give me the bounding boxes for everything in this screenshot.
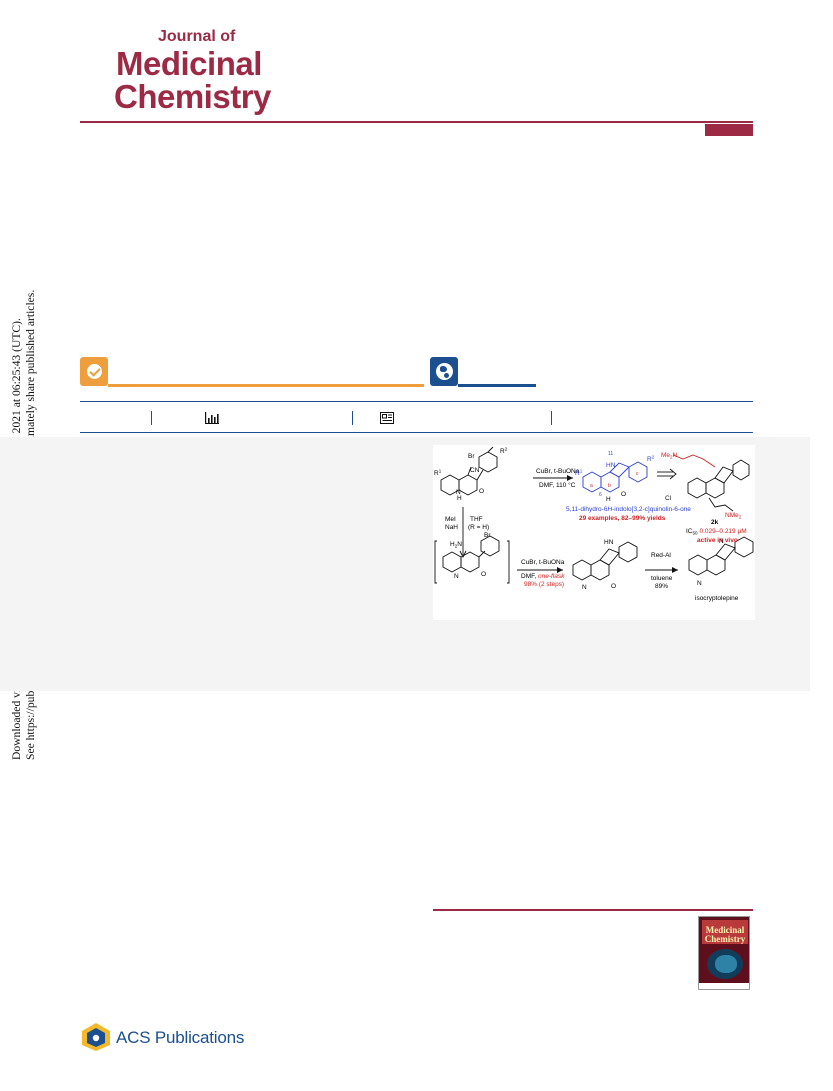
- br-label: Br: [468, 453, 475, 460]
- middle-product-hn-label: HN: [604, 539, 614, 546]
- compound-2k-label: 2k: [711, 519, 719, 526]
- step1-reagents: CuBr, t-BuONa: [536, 468, 580, 475]
- access-badge[interactable]: [80, 357, 424, 388]
- final-product-label: isocryptolepine: [695, 595, 739, 602]
- article-metrics-bar: [80, 401, 753, 433]
- ring-number-11: 11: [608, 451, 613, 457]
- nh-h-label: H: [457, 495, 462, 502]
- toc-graphic: R1 Br CN R2 N H O CuBr, t-BuONa DMF, 110…: [433, 445, 755, 620]
- journal-logo-line2: Medicinal: [116, 45, 262, 82]
- scope-label: 29 examples, 82–99% yields: [579, 515, 666, 522]
- access-badge-rule: [108, 384, 424, 387]
- metrics-divider: [151, 411, 152, 425]
- acs-hexagon-icon: [82, 1023, 110, 1051]
- step2-reagents: CuBr, t-BuONa: [521, 559, 565, 566]
- r1-label: R1: [434, 469, 442, 478]
- middle-product-n-label: N: [582, 584, 587, 591]
- cn-label: CN: [470, 467, 480, 474]
- isocryptolepine-ring-c: [715, 543, 736, 561]
- intermediate-ring-b: [460, 551, 480, 573]
- intermediate-aryl-ring: [480, 535, 500, 557]
- isocryptolepine-ring-d: [734, 536, 754, 558]
- intermediate-o-label: O: [481, 571, 486, 578]
- cover-bottom-strip: [699, 983, 749, 989]
- open-access-badge-rule: [458, 384, 536, 387]
- aryl-ring-start: [478, 451, 498, 473]
- methylation-condition: (R = H): [468, 524, 489, 531]
- reaction-scheme: R1 Br CN R2 N H O CuBr, t-BuONa DMF, 110…: [434, 447, 754, 602]
- step1-conditions: DMF, 110 °C: [539, 481, 576, 489]
- methylation-reagent-1: MeI: [445, 516, 456, 523]
- step2-conditions: DMF, one-flask: [521, 573, 565, 580]
- product-name: 5,11-dihydro-6H-indolo[3,2-c]quinolin-6-…: [566, 506, 691, 513]
- intermediate-br-label: Br: [484, 532, 491, 539]
- article-type-badge: [705, 124, 753, 136]
- arrow-head: [557, 567, 563, 573]
- intermediate-ring-a: [442, 551, 462, 573]
- methylation-reagent-2: NaH: [445, 524, 458, 531]
- step2-yield: 98% (2 steps): [524, 581, 564, 588]
- carbonyl-o-label: O: [479, 488, 484, 495]
- bar-chart-icon[interactable]: [205, 412, 219, 424]
- ring-number-6: 6: [599, 492, 602, 498]
- acs-publications-logo[interactable]: ACS Publications: [80, 1022, 250, 1054]
- ring-label-c: c: [636, 471, 639, 477]
- nme2-label: NMe2: [725, 512, 742, 520]
- step3-solvent: toluene: [651, 575, 673, 582]
- header-rule: [80, 121, 753, 123]
- arrow-head: [567, 475, 573, 481]
- open-access-badge[interactable]: [430, 357, 536, 388]
- publisher-name: ACS Publications: [116, 1028, 245, 1047]
- compound-2k-ring-a: [687, 477, 707, 499]
- cover-art-highlight: [715, 955, 737, 973]
- ring-b-start: [458, 474, 478, 496]
- middle-product-ring-d: [618, 541, 638, 563]
- product-h-label: H: [606, 496, 611, 503]
- metrics-divider: [352, 411, 353, 425]
- middle-product-o-label: O: [611, 583, 616, 590]
- product-o-label: O: [621, 491, 626, 498]
- arrow-head: [672, 567, 678, 573]
- methylation-solvent: THF: [470, 516, 483, 523]
- cover-title: Medicinal Chemistry: [704, 925, 746, 944]
- product-hn-label: HN: [606, 462, 616, 469]
- cl-label: Cl: [665, 495, 672, 502]
- isocryptolepine-ring-a: [688, 554, 708, 576]
- ring-label-a: a: [590, 483, 593, 489]
- product-ring-d: [628, 461, 648, 483]
- h2n-label: H2N: [450, 541, 462, 549]
- ring-label-b: b: [608, 483, 611, 489]
- journal-logo-line3: Chemistry: [114, 78, 271, 115]
- in-vivo-label: active in vivo: [697, 537, 738, 544]
- compound-2k-ring-d: [732, 459, 750, 481]
- nh-n-label: N: [456, 489, 461, 496]
- journal-logo-line1: Journal of: [158, 28, 236, 45]
- metrics-divider: [551, 411, 552, 425]
- isocryptolepine-nme-label: N: [697, 580, 702, 587]
- journal-cover-thumbnail[interactable]: Medicinal Chemistry: [698, 916, 750, 990]
- compound-2k-ring-c: [714, 466, 734, 484]
- product-r2-label: R2: [647, 455, 655, 464]
- footer-rule: [433, 909, 753, 911]
- cover-title-band: Medicinal Chemistry: [702, 920, 748, 944]
- step3-reagents: Red-Al: [651, 552, 671, 559]
- product-ring-a: [582, 471, 602, 493]
- isocryptolepine-n-label: N: [719, 538, 724, 545]
- middle-product-ring-a: [572, 559, 592, 581]
- step3-yield: 89%: [655, 583, 668, 590]
- r2-label: R2: [500, 447, 508, 456]
- article-icon[interactable]: [380, 412, 394, 424]
- middle-product-ring-c: [599, 548, 620, 566]
- checkmark-icon: [87, 364, 102, 379]
- intermediate-n-label: N: [454, 573, 459, 580]
- product-r1-label: R1: [575, 469, 583, 478]
- globe-icon: [436, 363, 453, 380]
- me2n-label: Me2N: [661, 452, 678, 460]
